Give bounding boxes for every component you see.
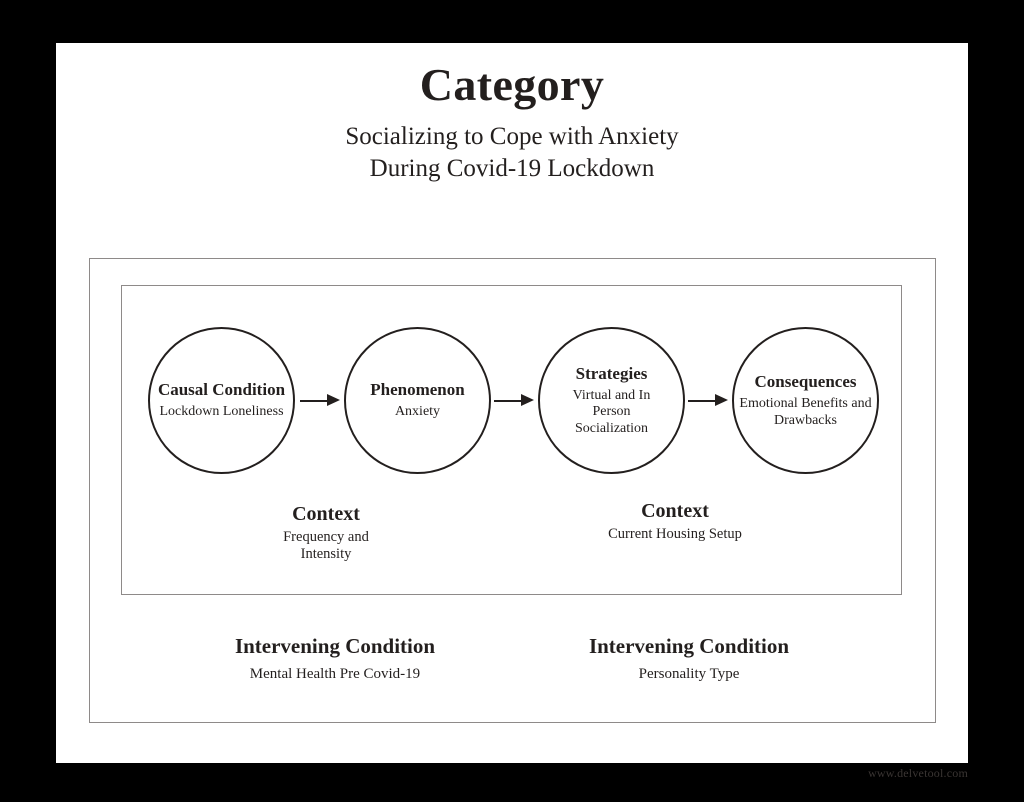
arrow-head	[715, 394, 728, 406]
intervening-condition-mental-health: Intervening Condition Mental Health Pre …	[185, 634, 485, 683]
outer-frame-border	[89, 258, 936, 723]
flow-node-title: Causal Condition	[157, 380, 286, 400]
watermark: www.delvetool.com	[868, 766, 968, 780]
intervening-condition-title: Intervening Condition	[234, 634, 436, 658]
arrow-line	[688, 399, 717, 402]
context-subtitle: Frequency and Intensity	[283, 529, 369, 563]
flow-node-subtitle: Emotional Benefits and Drawbacks	[739, 396, 872, 428]
arrow-head	[327, 394, 340, 406]
title-block: Category Socializing to Cope with Anxiet…	[56, 59, 968, 184]
intervening-condition-title: Intervening Condition	[588, 634, 790, 658]
arrow-line	[494, 399, 523, 402]
flow-node-phenomenon[interactable]: Phenomenon Anxiety	[344, 327, 491, 474]
flow-node-title: Strategies	[575, 363, 648, 383]
flow-node-strategies[interactable]: Strategies Virtual and In Person Sociali…	[538, 327, 685, 474]
intervening-condition-subtitle: Personality Type	[638, 666, 740, 683]
subtitle-line-2: During Covid-19 Lockdown	[369, 154, 655, 182]
slide-canvas: Category Socializing to Cope with Anxiet…	[56, 43, 968, 763]
flow-row: Causal Condition Lockdown Loneliness Phe…	[148, 327, 879, 477]
page-title: Category	[419, 59, 605, 110]
intervening-condition-personality: Intervening Condition Personality Type	[539, 634, 839, 683]
flow-node-subtitle: Virtual and In Person Socialization	[572, 387, 651, 436]
intervening-condition-subtitle: Mental Health Pre Covid-19	[249, 666, 421, 683]
flow-node-causal-condition[interactable]: Causal Condition Lockdown Loneliness	[148, 327, 295, 474]
context-block-housing: Context Current Housing Setup	[565, 500, 785, 543]
context-title: Context	[292, 503, 360, 525]
flow-node-title: Phenomenon	[370, 380, 465, 400]
flow-node-consequences[interactable]: Consequences Emotional Benefits and Draw…	[732, 327, 879, 474]
context-block-frequency: Context Frequency and Intensity	[216, 503, 436, 564]
flow-node-subtitle: Anxiety	[394, 404, 441, 420]
flow-node-subtitle: Lockdown Loneliness	[159, 404, 284, 420]
page-subtitle: Socializing to Cope with Anxiety During …	[56, 121, 968, 184]
flow-node-title: Consequences	[754, 371, 857, 391]
arrow-right-icon-1	[300, 394, 340, 407]
arrow-right-icon-3	[688, 394, 728, 407]
subtitle-line-1: Socializing to Cope with Anxiety	[345, 123, 679, 151]
arrow-right-icon-2	[494, 394, 534, 407]
inner-frame-border	[121, 285, 902, 595]
context-title: Context	[641, 500, 709, 522]
arrow-line	[300, 399, 329, 402]
context-subtitle: Current Housing Setup	[608, 526, 742, 542]
arrow-head	[521, 394, 534, 406]
